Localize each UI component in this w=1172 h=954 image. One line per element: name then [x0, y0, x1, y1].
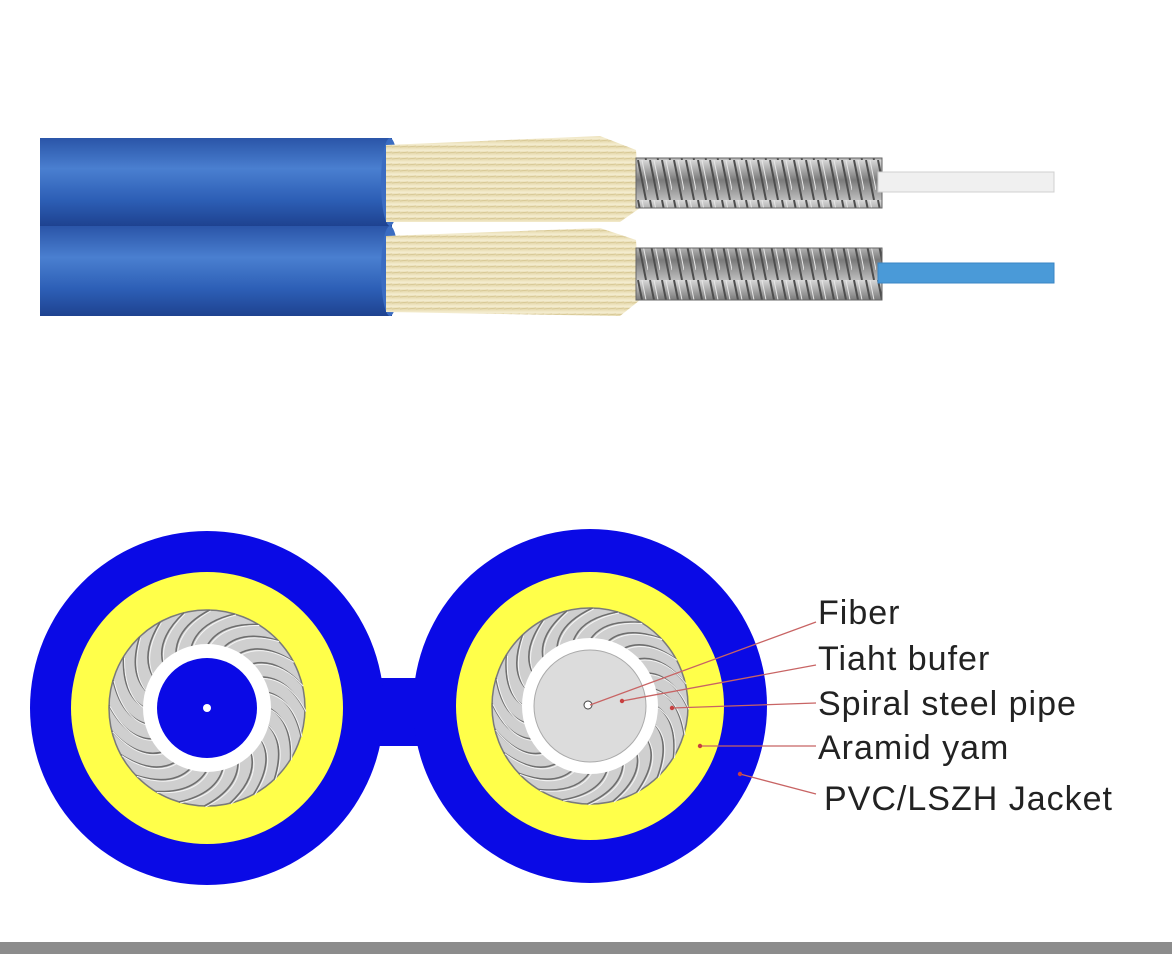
- lower-steel-pipe: [635, 247, 883, 301]
- spiral-blade: [161, 612, 185, 665]
- spiral-blade: [190, 613, 236, 649]
- spiral-blade-highlight: [180, 769, 225, 804]
- upper-aramid-yarn: [386, 136, 640, 222]
- spiral-blade-highlight: [113, 680, 149, 726]
- leader-lines: [589, 621, 817, 795]
- spiral-blade-highlight: [262, 678, 307, 712]
- spiral-blade-highlight: [657, 707, 676, 759]
- cable-cross-section: [30, 529, 767, 885]
- left-fiber-core: [203, 704, 211, 712]
- leader-steel-pipe: [671, 702, 817, 709]
- spiral-blade-highlight: [638, 659, 687, 685]
- spiral-blade-highlight: [492, 704, 535, 741]
- spiral-blade: [538, 771, 591, 791]
- spiral-blade-highlight: [268, 725, 281, 781]
- leader-fiber: [589, 621, 817, 706]
- bottom-bar: [0, 942, 1172, 954]
- spiral-blade: [204, 761, 239, 807]
- spiral-blade-highlight: [136, 769, 193, 782]
- spiral-blade-highlight: [624, 646, 678, 661]
- spiral-blade-highlight: [109, 706, 155, 742]
- spiral-blade-highlight: [252, 663, 304, 687]
- lower-aramid-yarn: [386, 228, 640, 316]
- spiral-blade: [175, 609, 210, 655]
- spiral-blade-highlight: [563, 771, 610, 802]
- spiral-blade: [518, 769, 574, 780]
- component-labels: Fiber Tiaht bufer Spiral steel pipe Aram…: [818, 594, 1113, 818]
- spiral-blade-highlight: [121, 755, 178, 770]
- spiral-blade-highlight: [495, 729, 545, 756]
- label-jacket: PVC/LSZH Jacket: [824, 780, 1113, 818]
- lower-jacket: [40, 226, 399, 316]
- spiral-blade-highlight: [637, 740, 654, 794]
- right-fiber-core: [583, 700, 593, 710]
- spiral-blade: [606, 632, 662, 643]
- spiral-blade: [135, 767, 192, 781]
- upper-steel-pipe: [635, 157, 883, 209]
- spiral-blade-highlight: [268, 693, 303, 738]
- right-unit: [456, 572, 724, 840]
- spiral-blade-highlight: [112, 731, 165, 756]
- leader-endpoints: [619, 698, 743, 777]
- spiral-blade-highlight: [224, 637, 280, 650]
- lower-fiber-blue: [877, 262, 1055, 284]
- spiral-blade: [253, 738, 267, 795]
- label-aramid-yarn: Aramid yam: [818, 729, 1009, 767]
- spiral-blade: [155, 769, 208, 793]
- leader-jacket: [739, 773, 817, 795]
- spiral-blade: [120, 754, 177, 768]
- spiral-blade: [178, 767, 224, 803]
- left-unit: [71, 572, 343, 844]
- spiral-blade-highlight: [254, 740, 269, 796]
- spiral-blade: [636, 738, 652, 793]
- spiral-blade: [222, 635, 279, 649]
- spiral-blade-highlight: [123, 657, 147, 710]
- spiral-blade: [206, 623, 259, 647]
- spiral-blade: [147, 621, 161, 678]
- label-tight-buffer: Tiaht bufer: [818, 640, 990, 678]
- spiral-blade-highlight: [655, 689, 686, 735]
- spiral-blade-highlight: [230, 753, 255, 805]
- spiral-blade: [587, 763, 624, 805]
- spiral-blade-highlight: [239, 650, 295, 663]
- spiral-blade-highlight: [519, 770, 575, 782]
- spiral-blade: [541, 610, 568, 660]
- spiral-blade: [229, 751, 253, 804]
- cable-side-view: [40, 136, 1055, 316]
- spiral-blade-highlight: [205, 763, 241, 808]
- spiral-blade-highlight: [504, 753, 559, 770]
- spiral-blade: [556, 607, 593, 649]
- upper-fiber-white: [877, 171, 1055, 193]
- leader-tight-buffer: [621, 664, 817, 702]
- spiral-blade: [612, 752, 639, 802]
- label-fiber: Fiber: [818, 594, 900, 632]
- spiral-blade-highlight: [648, 674, 690, 710]
- spiral-blade-highlight: [270, 709, 293, 761]
- label-spiral-steel-pipe: Spiral steel pipe: [818, 685, 1077, 723]
- spiral-blade-highlight: [613, 754, 640, 803]
- spiral-blade-highlight: [608, 633, 663, 645]
- spiral-blade: [589, 621, 642, 641]
- spiral-blade: [528, 619, 544, 674]
- spiral-blade-highlight: [208, 624, 260, 648]
- spiral-blade-highlight: [156, 771, 209, 794]
- upper-jacket: [40, 138, 399, 226]
- spiral-blade-highlight: [496, 679, 528, 726]
- spiral-blade: [572, 611, 619, 643]
- spiral-blade: [561, 769, 608, 801]
- spiral-blade-highlight: [588, 764, 625, 806]
- spiral-blade-highlight: [539, 773, 592, 792]
- spiral-blade-highlight: [654, 724, 666, 779]
